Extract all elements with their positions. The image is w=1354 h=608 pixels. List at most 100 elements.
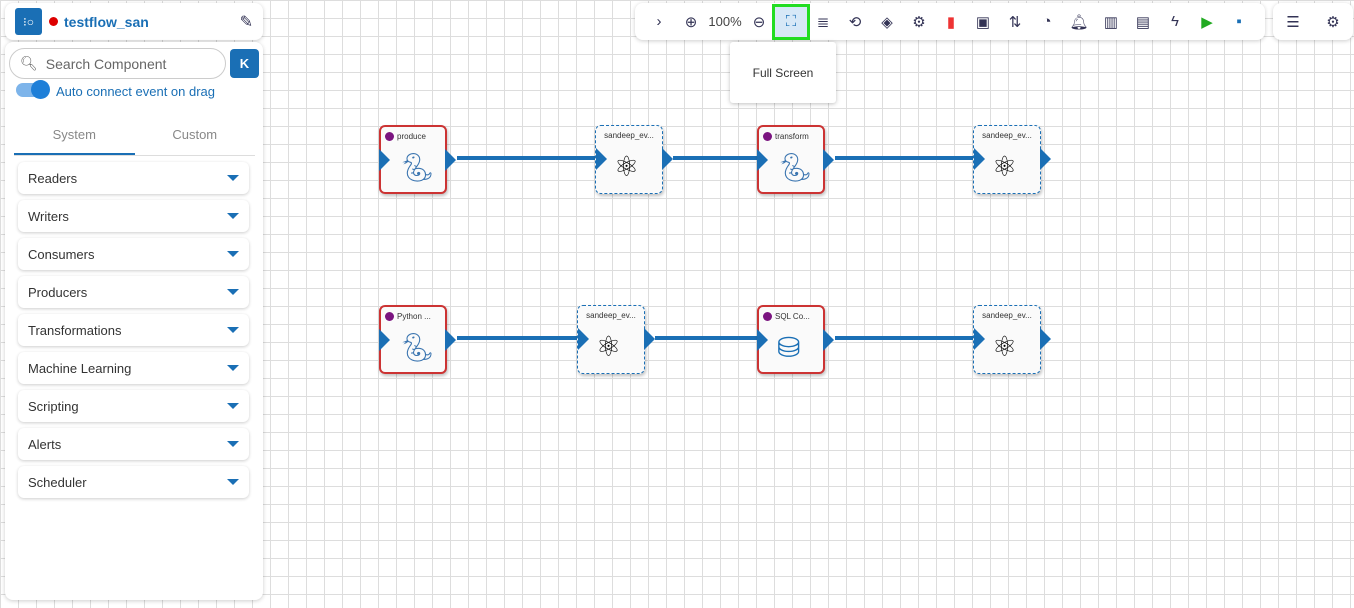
output-port[interactable] xyxy=(1040,328,1051,350)
tab-system[interactable]: System xyxy=(14,122,135,155)
connection-edge[interactable] xyxy=(835,156,973,160)
auto-connect-label: Auto connect event on drag xyxy=(56,84,216,99)
connection-edge[interactable] xyxy=(835,336,973,340)
flash-icon[interactable]: ϟ xyxy=(1171,13,1179,30)
status-dot xyxy=(385,312,394,321)
node-label: sandeep_ev... xyxy=(586,311,636,320)
save-icon[interactable]: ▪ xyxy=(1236,13,1242,30)
kafka-icon: ⚛ xyxy=(596,331,622,362)
input-port[interactable] xyxy=(379,149,390,171)
accordion-scripting[interactable]: Scripting xyxy=(18,390,249,422)
accordion-label: Writers xyxy=(28,208,69,224)
accordion-alerts[interactable]: Alerts xyxy=(18,428,249,460)
output-port[interactable] xyxy=(445,149,456,171)
node-label: transform xyxy=(775,132,809,141)
full-screen-icon[interactable]: ⛶ xyxy=(772,3,810,40)
delete-icon[interactable]: ▮ xyxy=(946,13,956,31)
python-node[interactable]: produce🐍︎ xyxy=(379,125,456,194)
sql-database-icon: ⛁ xyxy=(777,332,801,363)
history-icon[interactable]: ⟲ xyxy=(848,13,862,31)
connection-edge[interactable] xyxy=(673,156,757,160)
collapse-panel-button[interactable]: K xyxy=(230,49,259,78)
run-icon[interactable]: ▶ xyxy=(1201,13,1213,31)
input-port[interactable] xyxy=(757,329,768,351)
node-label: sandeep_ev... xyxy=(982,131,1032,140)
edit-icon[interactable]: ✎ xyxy=(239,13,253,31)
tab-custom[interactable]: Custom xyxy=(172,127,218,142)
event-node[interactable]: sandeep_ev...⚛ xyxy=(973,305,1051,374)
toolbar-secondary: ☰ ⚙ xyxy=(1273,3,1353,40)
event-node[interactable]: sandeep_ev... ⚛ xyxy=(577,305,655,374)
chevron-down-icon xyxy=(227,213,239,219)
accordion-readers[interactable]: Readers xyxy=(18,162,249,194)
accordion-scheduler[interactable]: Scheduler xyxy=(18,466,249,498)
status-dot xyxy=(49,17,58,26)
output-port[interactable] xyxy=(644,328,655,350)
settings-search-icon[interactable]: ⚙ xyxy=(912,13,926,31)
chevron-down-icon xyxy=(227,327,239,333)
accordion-label: Transformations xyxy=(28,322,122,338)
connection-edge[interactable] xyxy=(457,336,577,340)
zoom-out-icon[interactable]: ⊖ xyxy=(752,13,766,31)
accordion-transformations[interactable]: Transformations xyxy=(18,314,249,346)
node-label: SQL Co... xyxy=(775,312,810,321)
kafka-icon: ⚛ xyxy=(992,331,1018,362)
list-icon[interactable]: ☰ xyxy=(1286,13,1300,31)
sync-icon[interactable]: ⇅ xyxy=(1008,13,1022,31)
align-icon[interactable]: ≣ xyxy=(816,13,830,31)
zoom-in-icon[interactable]: ⊕ xyxy=(684,13,698,31)
chevron-down-icon xyxy=(227,403,239,409)
output-port[interactable] xyxy=(1040,148,1051,170)
output-port[interactable] xyxy=(445,329,456,351)
output-port[interactable] xyxy=(823,329,834,351)
input-port[interactable] xyxy=(578,328,589,350)
python-node[interactable]: Python ... 🐍︎ xyxy=(379,305,456,374)
pipeline-logo-icon[interactable]: ⁝○ xyxy=(15,8,42,35)
logs-icon[interactable]: ◔ xyxy=(1042,13,1052,30)
pipeline-header: ⁝○ testflow_san ✎ xyxy=(5,3,263,40)
connection-edge[interactable] xyxy=(655,336,757,340)
input-port[interactable] xyxy=(974,328,985,350)
node-label: Python ... xyxy=(397,312,431,321)
accordion-label: Scheduler xyxy=(28,474,87,490)
accordion-label: Alerts xyxy=(28,436,62,452)
accordion-consumers[interactable]: Consumers xyxy=(18,238,249,270)
input-port[interactable] xyxy=(596,148,607,170)
accordion-writers[interactable]: Writers xyxy=(18,200,249,232)
chevron-down-icon xyxy=(227,365,239,371)
pipeline-title: testflow_san xyxy=(64,13,149,30)
python-icon: 🐍︎ xyxy=(777,152,813,183)
node-label: sandeep_ev... xyxy=(604,131,654,140)
accordion-producers[interactable]: Producers xyxy=(18,276,249,308)
event-node[interactable]: sandeep_ev...⚛ xyxy=(595,125,673,194)
sql-node[interactable]: SQL Co... ⛁ xyxy=(757,305,834,374)
input-port[interactable] xyxy=(757,149,768,171)
python-icon: 🐍︎ xyxy=(399,332,435,363)
status-dot xyxy=(385,132,394,141)
output-port[interactable] xyxy=(662,148,673,170)
layers-icon[interactable]: ◈ xyxy=(881,13,893,31)
auto-connect-toggle[interactable] xyxy=(16,80,50,99)
full-screen-tooltip: Full Screen xyxy=(730,42,836,103)
input-port[interactable] xyxy=(974,148,985,170)
accordion-label: Consumers xyxy=(28,246,95,262)
search-doc-icon[interactable]: ▣ xyxy=(975,13,991,31)
connection-edge[interactable] xyxy=(457,156,595,160)
settings-icon[interactable]: ⚙ xyxy=(1326,13,1340,31)
output-port[interactable] xyxy=(823,149,834,171)
event-node[interactable]: sandeep_ev... ⚛ xyxy=(973,125,1051,194)
component-panel: 🔍︎Search Component K Auto connect event … xyxy=(5,42,263,600)
chart-icon[interactable]: ▥ xyxy=(1103,13,1119,31)
alert-icon[interactable]: 🔔︎ xyxy=(1069,13,1089,31)
search-input[interactable]: 🔍︎Search Component xyxy=(9,48,226,79)
chevron-down-icon xyxy=(227,441,239,447)
accordion-machine-learning[interactable]: Machine Learning xyxy=(18,352,249,384)
comment-icon[interactable]: ▤ xyxy=(1135,13,1151,31)
kafka-icon: ⚛ xyxy=(992,151,1018,182)
python-icon: 🐍︎ xyxy=(399,152,435,183)
expand-icon[interactable]: › xyxy=(656,13,662,30)
python-node[interactable]: transform 🐍︎ xyxy=(757,125,834,194)
input-port[interactable] xyxy=(379,329,390,351)
chevron-down-icon xyxy=(227,289,239,295)
accordion-label: Scripting xyxy=(28,398,79,414)
